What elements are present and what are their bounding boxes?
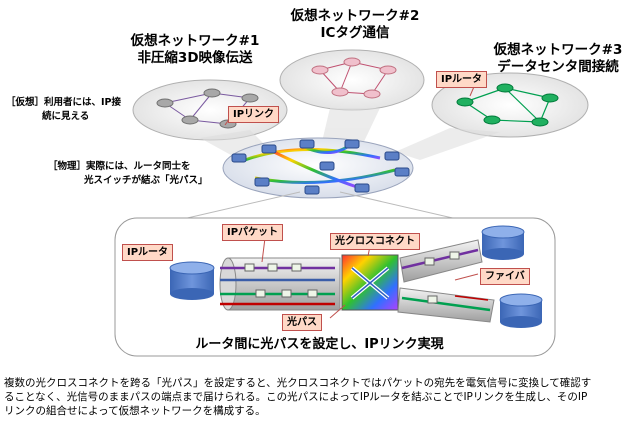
optical-path-label: 光パス: [282, 314, 322, 331]
zoom-lines: [169, 191, 471, 223]
network-3-title-line2: データセンタ間接続: [497, 59, 619, 75]
virtual-note: ［仮想］利用者には、IP接 続に見える: [6, 96, 121, 124]
fiber-tube-right-top: [399, 239, 483, 283]
network-2-title-line1: 仮想ネットワーク#2: [290, 8, 420, 24]
virtual-tag: ［仮想］: [6, 97, 45, 108]
network-1-title: 仮想ネットワーク#1 非圧縮3D映像伝送: [110, 33, 280, 67]
ip-router-top-label: IPルータ: [436, 71, 488, 88]
virtual-network-3-ellipse: [431, 72, 589, 138]
ip-router-cylinder-right-bottom: [499, 293, 543, 328]
network-3-title: 仮想ネットワーク#3 データセンタ間接続: [478, 42, 638, 76]
network-2-title-line2: ICタグ通信: [320, 25, 390, 41]
network-2-title: 仮想ネットワーク#2 ICタグ通信: [275, 8, 435, 42]
fiber-label: ファイバ: [480, 268, 530, 285]
optical-cross-connect-box: [341, 254, 399, 311]
physical-note: ［物理］実際には、ルータ同士を 光スイッチが結ぶ「光パス」: [48, 160, 208, 188]
ip-router-cylinder-right-top: [481, 225, 525, 260]
virtual-note-line2: 続に見える: [42, 111, 90, 122]
physical-note-line2: 光スイッチが結ぶ「光パス」: [84, 175, 208, 186]
ip-router-bottom-label: IPルータ: [122, 244, 174, 261]
ip-packet-label: IPパケット: [222, 224, 284, 241]
ip-router-cylinder-left: [169, 261, 215, 300]
fiber-tube-left: [219, 257, 341, 311]
detail-title: ルータ間に光パスを設定し、IPリンク実現: [195, 337, 444, 352]
virtual-note-line1: 利用者には、IP接: [44, 97, 122, 108]
physical-tag: ［物理］: [48, 161, 87, 172]
optical-cross-connect-label: 光クロスコネクト: [330, 233, 420, 250]
virtual-network-2-ellipse: [279, 49, 425, 111]
caption-line3: リンクの組合せによって仮想ネットワークを構成する。: [4, 405, 266, 417]
caption-line1: 複数の光クロスコネクトを跨る「光パス」を設定すると、光クロスコネクトではパケット…: [4, 377, 592, 389]
fiber-tube-right-bottom: [397, 287, 495, 323]
ip-link-label: IPリンク: [228, 106, 280, 123]
caption-line2: ることなく、光信号のままパスの端点まで届けられる。この光パスによってIPルータを…: [4, 391, 588, 403]
caption: 複数の光クロスコネクトを跨る「光パス」を設定すると、光クロスコネクトではパケット…: [4, 376, 636, 418]
network-3-title-line1: 仮想ネットワーク#3: [493, 42, 623, 58]
network-1-title-line2: 非圧縮3D映像伝送: [137, 50, 253, 66]
physical-network-ellipse: [222, 137, 414, 199]
network-1-title-line1: 仮想ネットワーク#1: [130, 33, 260, 49]
virtual-network-1-ellipse: [132, 79, 288, 141]
physical-note-line1: 実際には、ルータ同士を: [86, 161, 191, 172]
